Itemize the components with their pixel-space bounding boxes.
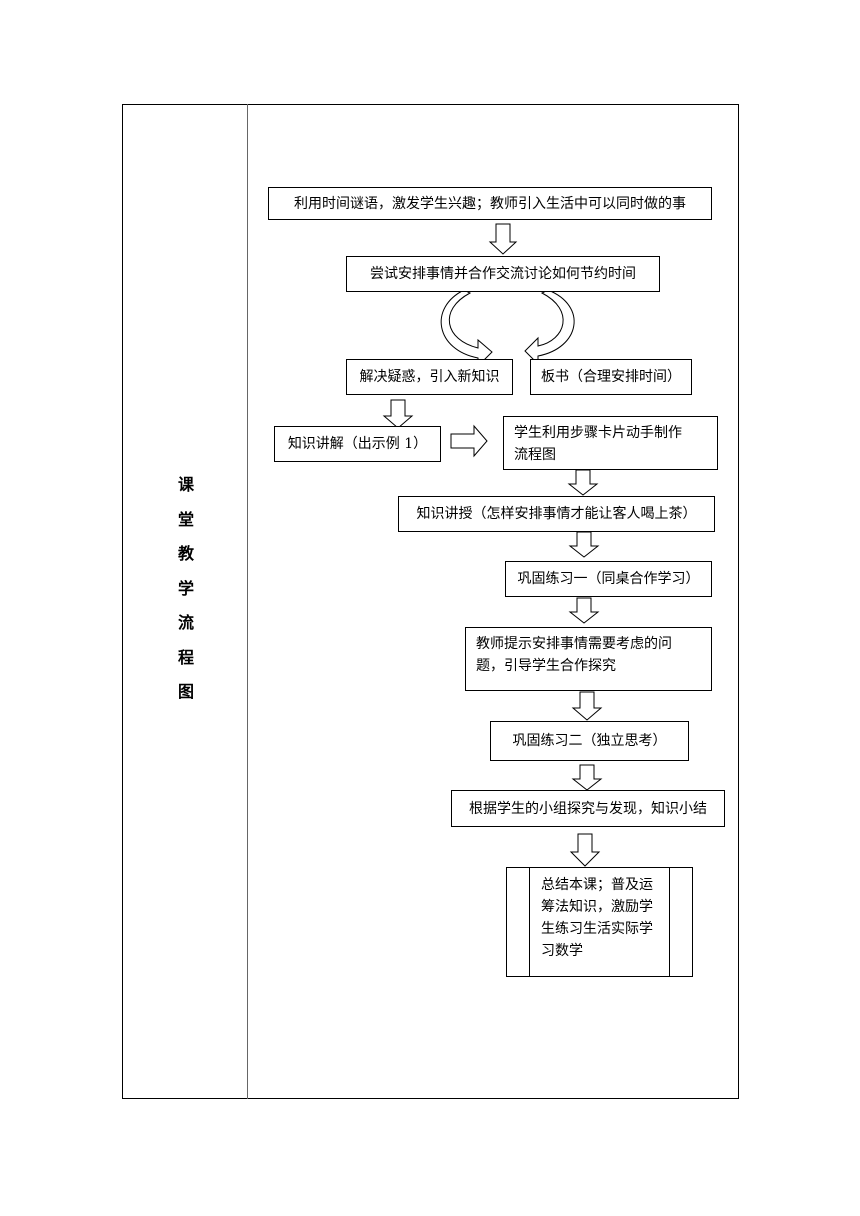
side-label-char: 课 bbox=[177, 475, 194, 494]
side-label-char: 图 bbox=[177, 682, 194, 701]
step-box-2: 尝试安排事情并合作交流讨论如何节约时间 bbox=[346, 256, 660, 292]
lesson-table bbox=[122, 104, 739, 1099]
step-box-5: 知识讲解（出示例 1） bbox=[274, 426, 441, 462]
step-box-3: 解决疑惑，引入新知识 bbox=[346, 359, 513, 395]
step-box-6: 学生利用步骤卡片动手制作 流程图 bbox=[503, 416, 718, 470]
box-inner-border-left bbox=[529, 868, 530, 976]
column-divider bbox=[247, 104, 248, 1099]
step-box-12: 总结本课；普及运 筹法知识，激励学 生练习生活实际学 习数学 bbox=[506, 867, 693, 977]
side-label-char: 学 bbox=[177, 578, 194, 598]
side-label-char: 流 bbox=[177, 613, 194, 632]
step-box-11: 根据学生的小组探究与发现，知识小结 bbox=[451, 790, 725, 827]
step-box-8: 巩固练习一（同桌合作学习） bbox=[505, 561, 712, 597]
step-box-10: 巩固练习二（独立思考） bbox=[490, 721, 689, 761]
step-box-4: 板书（合理安排时间） bbox=[530, 359, 692, 395]
box-inner-border-right bbox=[669, 868, 670, 976]
step-box-1: 利用时间谜语，激发学生兴趣；教师引入生活中可以同时做的事 bbox=[268, 187, 712, 220]
step-box-7: 知识讲授（怎样安排事情才能让客人喝上茶） bbox=[398, 496, 715, 532]
side-label-vertical: 课 堂 教 学 流 程 图 bbox=[166, 468, 206, 710]
side-label-char: 教 bbox=[177, 544, 194, 563]
side-label-char: 堂 bbox=[177, 509, 194, 529]
side-label-char: 程 bbox=[177, 647, 194, 667]
step-box-9: 教师提示安排事情需要考虑的问 题，引导学生合作探究 bbox=[465, 627, 712, 691]
